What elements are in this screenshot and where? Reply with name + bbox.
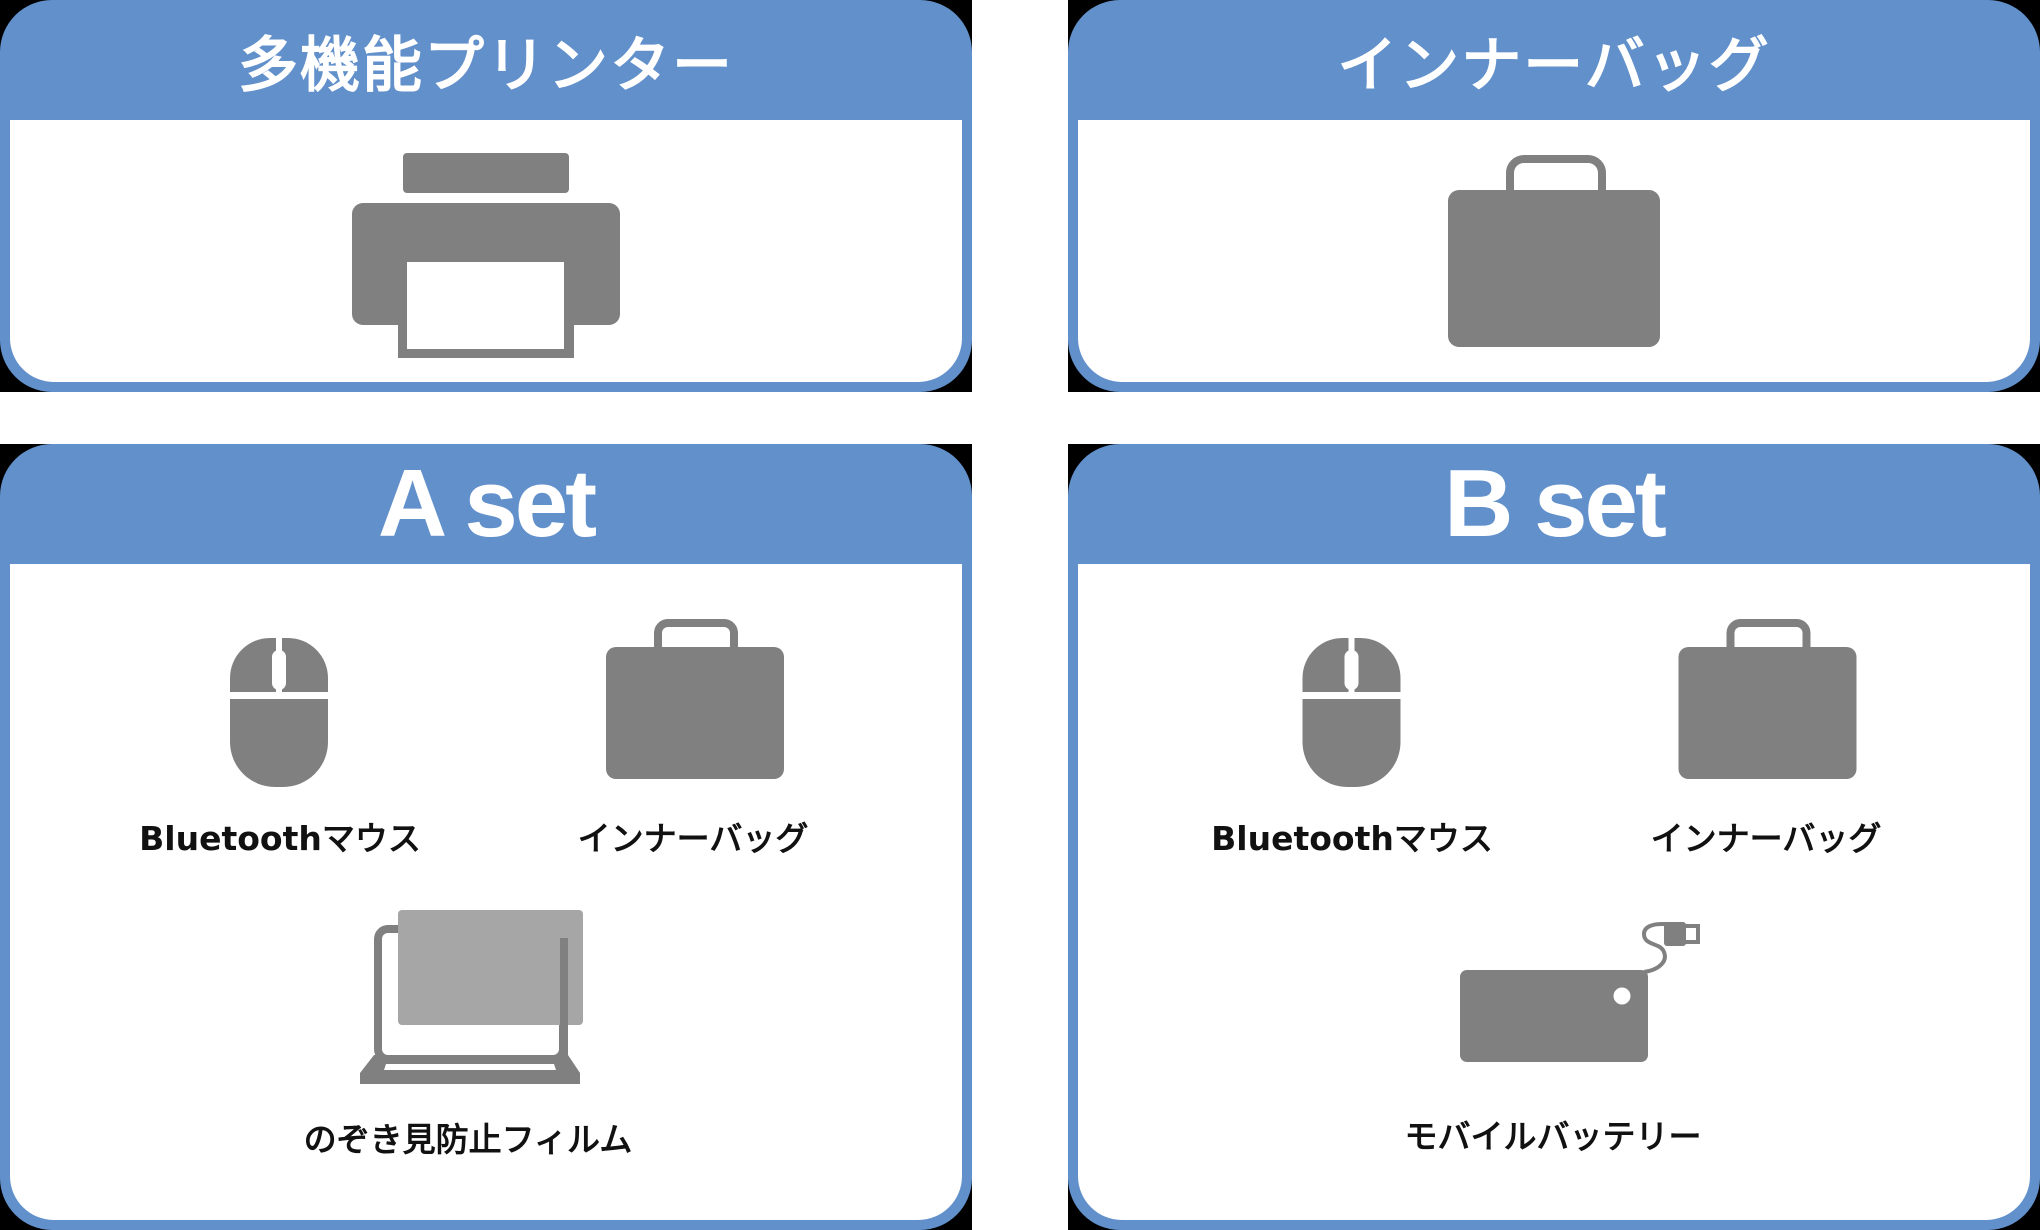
panel-a-set-header: A set (0, 444, 972, 564)
panel-b-set-title: B set (1444, 450, 1667, 557)
panel-b-set: B set (1068, 444, 2040, 1230)
b-set-item-label: モバイルバッテリー (1404, 1117, 1702, 1156)
panel-inner-bag-header: インナーバッグ (1068, 0, 2040, 120)
panel-inner-bag-title: インナーバッグ (1337, 30, 1771, 101)
panel-printer-title: 多機能プリンター (238, 30, 734, 101)
bag-icon (1678, 619, 1857, 779)
b-set-item-label: Bluetoothマウス (1211, 819, 1493, 858)
panel-a-set-body (10, 564, 962, 1220)
bag-icon (606, 619, 784, 779)
a-set-item-label: Bluetoothマウス (139, 819, 421, 858)
a-set-item-label: インナーバッグ (577, 819, 809, 858)
panel-printer-header: 多機能プリンター (0, 0, 972, 120)
panel-a-set-title: A set (377, 450, 597, 557)
panel-b-set-header: B set (1068, 444, 2040, 564)
mobile-battery-icon (1458, 922, 1700, 1064)
panel-a-set: A set (0, 444, 972, 1230)
mouse-icon (1302, 638, 1401, 787)
panel-b-set-body (1078, 564, 2030, 1220)
bag-icon (1448, 155, 1660, 347)
b-set-item-label: インナーバッグ (1650, 819, 1882, 858)
a-set-item-label: のぞき見防止フィルム (303, 1120, 633, 1159)
privacy-film-laptop-icon (358, 910, 583, 1084)
mouse-icon (230, 638, 328, 787)
printer-icon (352, 153, 620, 358)
